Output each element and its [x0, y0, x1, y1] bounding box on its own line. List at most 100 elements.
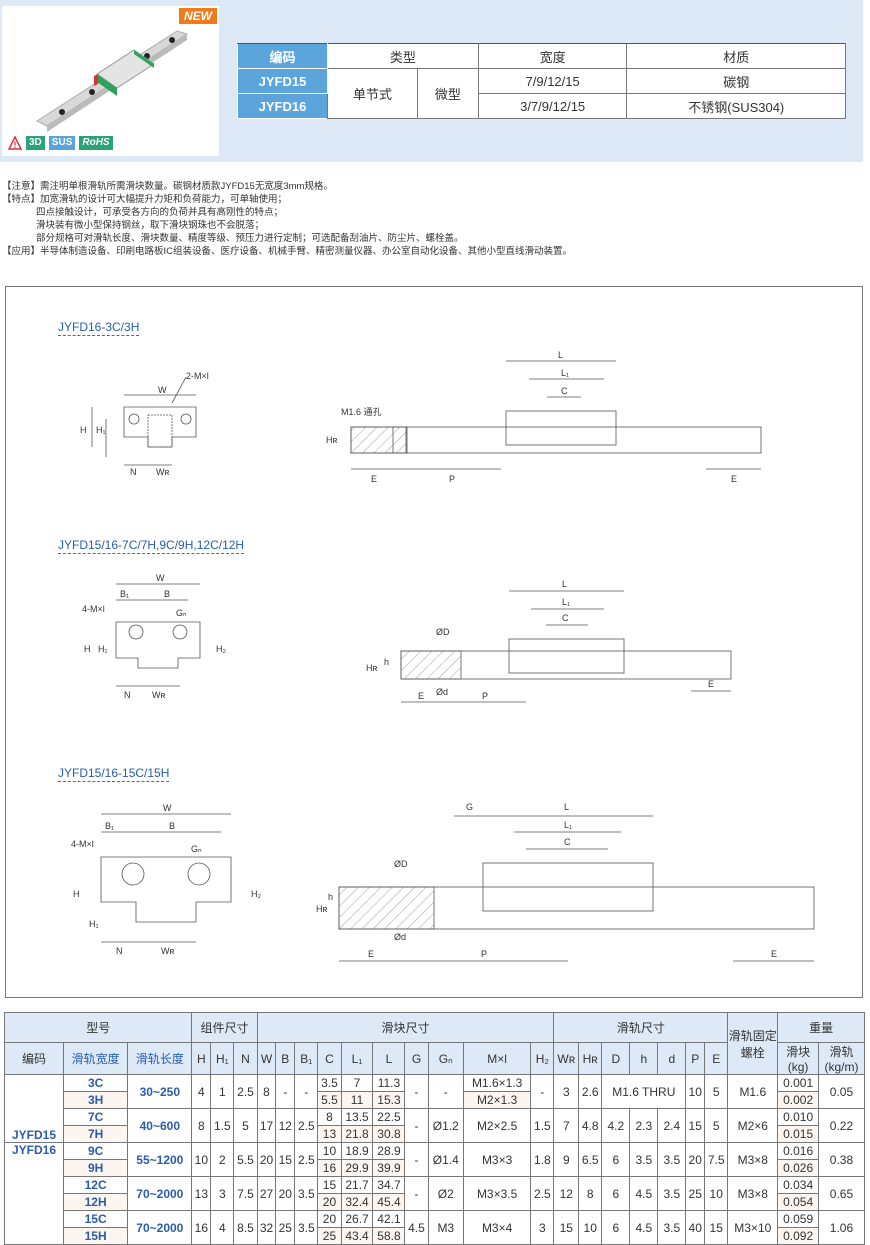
th-l: L: [372, 1042, 406, 1075]
svg-text:N: N: [124, 690, 131, 700]
table-cell: 20: [256, 1142, 277, 1177]
table-cell: 7.5: [704, 1142, 729, 1177]
table-cell: 15: [553, 1210, 580, 1245]
svg-text:E: E: [418, 691, 424, 701]
table-cell: 0.002: [777, 1091, 819, 1109]
svg-text:H: H: [84, 644, 91, 654]
svg-text:ØD: ØD: [436, 627, 450, 637]
table-cell: 15: [317, 1176, 342, 1194]
table-cell: 25: [275, 1210, 296, 1245]
svg-text:Hʀ: Hʀ: [366, 663, 377, 673]
fig1-section-view: [91, 376, 197, 466]
table-cell: 3: [210, 1176, 235, 1211]
table-cell: 12H: [62, 1193, 129, 1211]
table-cell: 30~250: [127, 1074, 193, 1109]
warning-triangle-icon: !: [8, 136, 22, 150]
svg-text:H₁: H₁: [98, 644, 108, 654]
th-rail: 滑轨尺寸: [553, 1012, 729, 1043]
table-cell: 3: [530, 1210, 555, 1245]
svg-text:N: N: [116, 946, 123, 956]
th-weight: 重量: [777, 1012, 865, 1043]
table-cell: 3.5: [629, 1142, 659, 1177]
th-hr: Hʀ: [578, 1042, 603, 1075]
th-bolt: 滑轨固定螺栓: [727, 1012, 779, 1075]
table-cell: 13: [191, 1176, 212, 1211]
fig3-title: JYFD15/16-15C/15H: [58, 766, 170, 782]
table-cell: 0.010: [777, 1108, 819, 1126]
table-cell: 4.8: [578, 1108, 603, 1143]
th-b1: B₁: [294, 1042, 319, 1075]
svg-text:B₁: B₁: [105, 821, 114, 831]
table-cell: 58.8: [372, 1227, 406, 1245]
table-cell: 25: [685, 1176, 706, 1211]
new-badge: NEW: [179, 8, 217, 24]
type-code-jyfd15: JYFD15: [237, 68, 328, 94]
th-d-lower: d: [657, 1042, 687, 1075]
table-cell: 10: [191, 1142, 212, 1177]
table-cell: 30.8: [372, 1125, 406, 1143]
table-cell: 0.092: [777, 1227, 819, 1245]
note-feature-3: 滑块装有微小型保持钢丝，取下滑块钢珠也不会脱落；: [36, 220, 265, 231]
svg-text:B: B: [169, 821, 175, 831]
table-cell: 21.7: [340, 1176, 374, 1194]
th-block: 滑块尺寸: [256, 1012, 555, 1043]
table-cell: 42.1: [372, 1210, 406, 1228]
table-cell: 0.016: [777, 1142, 819, 1160]
table-cell: 6: [601, 1142, 631, 1177]
table-cell: M3×10: [727, 1210, 779, 1245]
code-jyfd15: JYFD15: [4, 1074, 64, 1143]
th-h: H: [191, 1042, 212, 1075]
th-l1: L₁: [340, 1042, 374, 1075]
svg-text:L: L: [564, 802, 569, 812]
table-cell: 2.5: [294, 1142, 319, 1177]
th-rail-weight: 滑轨(kg/m): [817, 1042, 866, 1075]
table-cell: 0.034: [777, 1176, 819, 1194]
table-cell: 2.3: [629, 1108, 659, 1143]
table-cell: 7.5: [233, 1176, 258, 1211]
th-b: B: [275, 1042, 296, 1075]
table-cell: M2×6: [727, 1108, 779, 1143]
table-cell: 3.5: [657, 1176, 687, 1211]
table-cell: -: [404, 1142, 429, 1177]
table-cell: 15C: [62, 1210, 129, 1228]
note-features: 【特点】加宽滑轨的设计可大幅提升力矩和负荷能力，可单轴使用；: [2, 194, 288, 205]
th-h2: H₂: [530, 1042, 555, 1075]
table-cell: -: [404, 1074, 429, 1109]
table-cell: 26.7: [340, 1210, 374, 1228]
svg-text:4-M×l: 4-M×l: [71, 839, 94, 849]
table-cell: 1: [210, 1074, 235, 1109]
svg-text:W: W: [156, 573, 165, 583]
th-c: C: [317, 1042, 342, 1075]
table-cell: 12: [275, 1108, 296, 1143]
svg-text:B: B: [164, 589, 170, 599]
table-cell: 22.5: [372, 1108, 406, 1126]
svg-text:H: H: [80, 425, 87, 435]
note-caution: 【注意】需注明单根滑轨所需滑块数量。碳钢材质款JYFD15无宽度3mm规格。: [2, 181, 333, 192]
table-cell: 7H: [62, 1125, 129, 1143]
note-feature-2: 四点接触设计，可承受各方向的负荷并具有高刚性的特点；: [36, 207, 284, 218]
table-cell: 3.5: [317, 1074, 342, 1092]
table-cell: 4.2: [601, 1108, 631, 1143]
table-cell: 40~600: [127, 1108, 193, 1143]
svg-text:W: W: [163, 803, 172, 813]
table-cell: M2×2.5: [462, 1108, 532, 1143]
svg-text:ØD: ØD: [394, 859, 408, 869]
type-code-jyfd16: JYFD16: [237, 93, 328, 119]
svg-text:h: h: [384, 657, 389, 667]
fig1-title: JYFD16-3C/3H: [58, 320, 140, 336]
table-cell: 11: [340, 1091, 374, 1109]
linear-guide-rail-image: [35, 30, 189, 132]
table-cell: -: [275, 1074, 296, 1109]
table-cell: Ø1.2: [427, 1108, 464, 1143]
type-material-jyfd15: 碳钢: [626, 68, 846, 94]
type-header-width: 宽度: [477, 43, 628, 69]
